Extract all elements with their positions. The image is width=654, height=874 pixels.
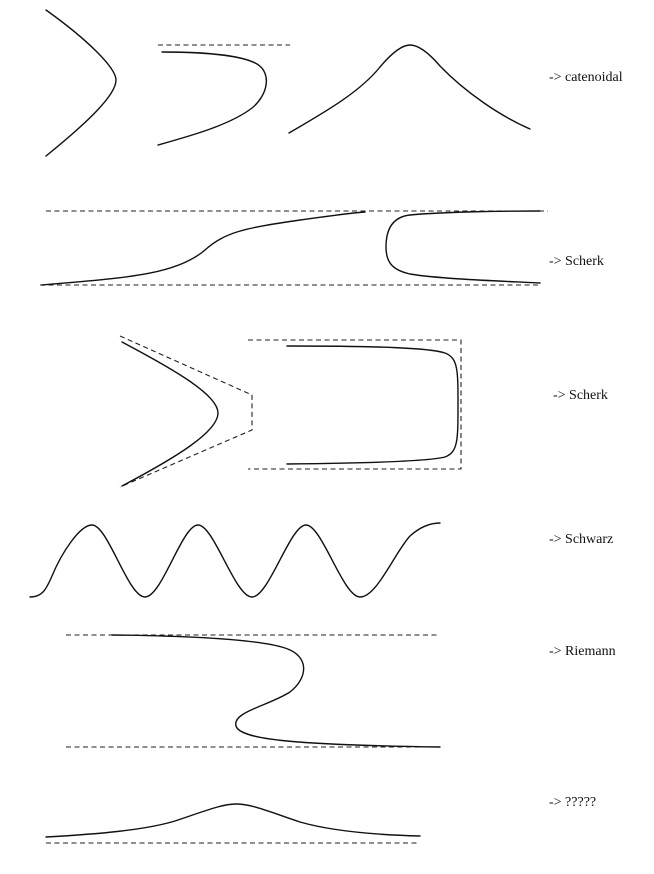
schwarz-wave-curve — [29, 522, 441, 598]
scherk2-box-curve — [286, 345, 459, 465]
label-scherk-2: -> Scherk — [553, 388, 608, 403]
scherk2-wedge-dashed — [119, 335, 253, 488]
catenoid-end-curve — [157, 51, 267, 146]
row-unknown-curves — [45, 803, 421, 844]
label-catenoidal: -> catenoidal — [549, 70, 623, 85]
label-unknown: -> ????? — [549, 795, 597, 810]
row-scherk-1-curves — [40, 210, 548, 286]
row-riemann-curves — [66, 634, 441, 748]
scherk2-box-dashed — [248, 339, 462, 470]
catenoid-neck-curve — [288, 44, 531, 134]
scherk1-s-curve — [41, 211, 366, 286]
label-schwarz: -> Schwarz — [549, 532, 614, 547]
row-catenoidal-curves — [45, 9, 531, 157]
scherk1-c-curve — [385, 210, 541, 284]
label-scherk-1: -> Scherk — [549, 254, 604, 269]
label-riemann: -> Riemann — [549, 644, 616, 659]
unknown-bump-curve — [45, 803, 421, 838]
scherk2-wedge-curve — [121, 341, 219, 487]
row-scherk-2-curves — [119, 335, 462, 488]
riemann-s-curve — [111, 634, 441, 748]
row-schwarz-curves — [29, 522, 441, 598]
catenoid-half-curve — [45, 9, 117, 157]
